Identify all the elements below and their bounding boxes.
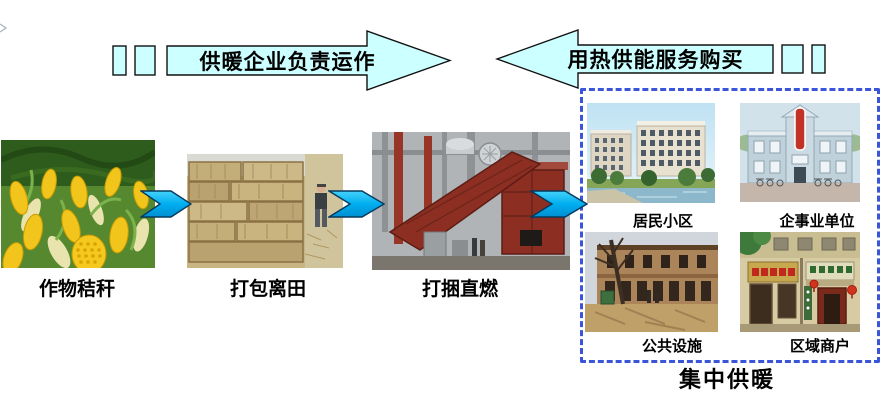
box-label-district-merchants: 区域商户 — [789, 338, 850, 355]
box-label-residential: 居民小区 — [632, 213, 693, 230]
central-heating-box — [580, 88, 880, 363]
flow-arrow-3-icon — [530, 190, 588, 218]
purchase-arrow-label: 用热供能服务购买 — [567, 48, 744, 72]
operate-arrow-label: 供暖企业负责运作 — [199, 49, 376, 74]
corn-field-photo — [1, 140, 155, 268]
district-merchants-photo — [740, 232, 860, 332]
residential-community-photo — [587, 103, 715, 203]
step-label-baling: 打包离田 — [229, 278, 306, 300]
box-label-enterprise: 企事业单位 — [779, 213, 855, 230]
step-label-direct-combustion: 打捆直燃 — [421, 278, 498, 300]
enterprise-institution-photo — [740, 103, 860, 202]
flow-arrow-1-icon — [140, 190, 192, 218]
straw-bales-photo — [187, 154, 343, 268]
purchase-arrow-shape — [495, 28, 830, 91]
flow-arrow-2-icon — [328, 190, 385, 218]
step-label-crop-straw: 作物秸秆 — [38, 278, 115, 300]
public-facility-photo — [585, 232, 718, 332]
box-label-public-facility: 公共设施 — [641, 338, 702, 355]
operate-arrow-shape — [110, 29, 452, 92]
central-heating-title: 集中供暖 — [678, 367, 775, 392]
stray-glyph — [0, 21, 10, 35]
bale-combustion-plant-photo — [372, 132, 570, 270]
